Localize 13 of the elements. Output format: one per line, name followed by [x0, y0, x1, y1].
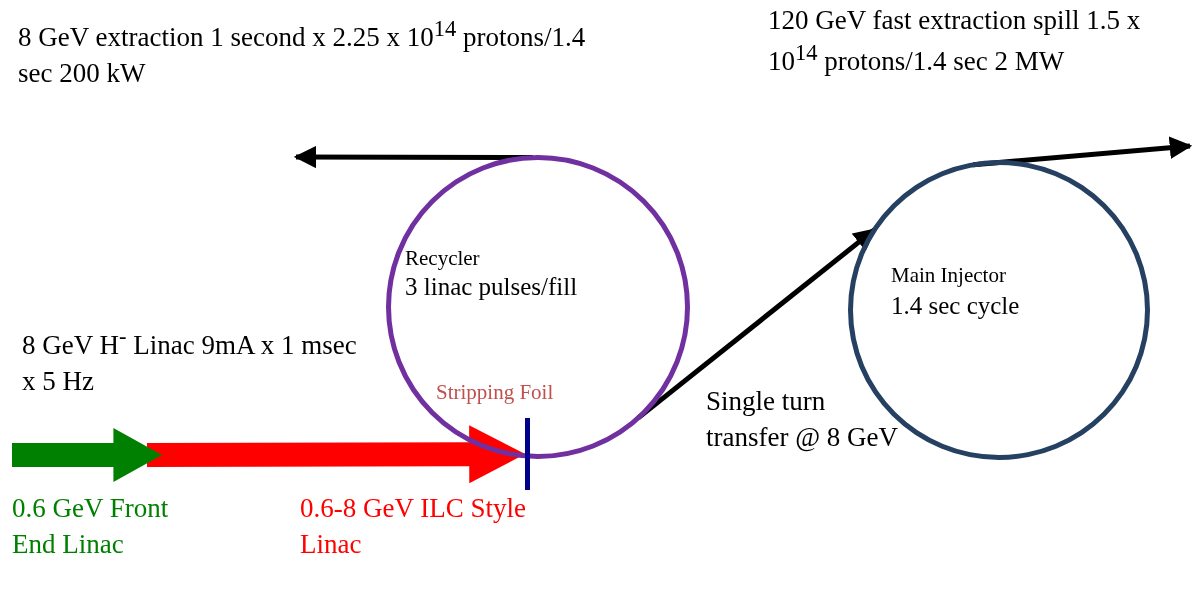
- foil-label: Stripping Foil: [436, 379, 554, 406]
- edge-label: 0.6-8 GeV ILC Style Linac: [300, 492, 527, 562]
- ring-outline: [386, 155, 690, 459]
- edge-label: Single turn transfer @ 8 GeV: [706, 385, 900, 455]
- ring-note: 1.4 sec cycle: [891, 291, 1020, 321]
- ring-outline: [848, 160, 1150, 460]
- linac-label: 0.6 GeV Front End Linac: [12, 492, 170, 562]
- ring-name: Main Injector: [891, 262, 1006, 289]
- linac-spec: 8 GeV H$^{-}$ Linac 9mA x 1 msec x 5 Hz: [22, 323, 358, 399]
- edge-label: 8 GeV extraction 1 second x 2.25 x 10$^{14}$ protons/1.4 sec 200 kW: [18, 15, 587, 91]
- edge-label: 120 GeV fast extraction spill 1.5 x 10$^{14}$ protons/1.4 sec 2 MW: [768, 4, 1142, 79]
- ring-name: Recycler: [405, 245, 480, 272]
- ring-note: 3 linac pulses/fill: [405, 272, 578, 302]
